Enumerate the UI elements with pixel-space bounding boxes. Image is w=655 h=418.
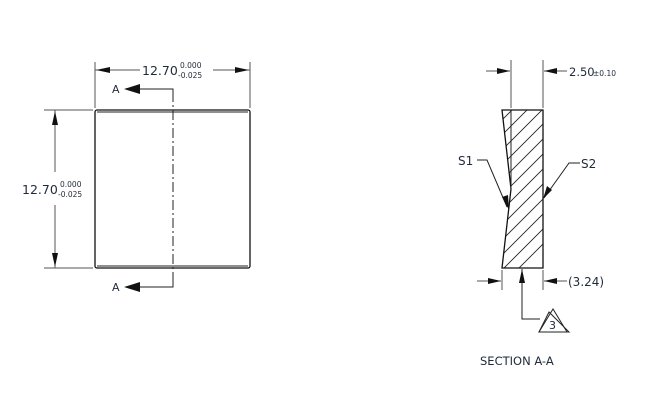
note-leader-line: [521, 269, 540, 320]
dim-arrow-left-icon: [96, 67, 110, 73]
dim-arrow-up-icon: [52, 111, 58, 125]
note-leader-arrow-icon: [519, 269, 525, 283]
height-dim-lower-tol: -0.025: [58, 190, 82, 199]
section-arrow-top-icon: [124, 84, 140, 94]
front-view: [44, 62, 251, 292]
width-dim-nominal: 12.70: [142, 63, 178, 78]
section-marker-bottom: A: [112, 281, 120, 294]
dim-arrow-ref-left-icon: [488, 278, 501, 284]
section-hatch: [502, 110, 543, 268]
dim-arrow-down-icon: [52, 253, 58, 267]
section-title: SECTION A-A: [480, 354, 554, 368]
dim-arrow-thk-right-icon: [544, 68, 557, 74]
height-dim-upper-tol: 0.000: [60, 180, 82, 189]
s2-leader-arrow-icon: [543, 186, 552, 199]
section-arrow-bottom-line: [130, 280, 174, 288]
dim-arrow-right-icon: [235, 67, 249, 73]
thickness-dim-nominal: 2.50: [569, 65, 595, 79]
dim-arrow-thk-left-icon: [497, 68, 510, 74]
note-flag-number: 3: [549, 319, 556, 332]
surface-label-s2: S2: [581, 157, 596, 171]
thickness-dim-tol: ±0.10: [593, 69, 616, 78]
s2-leader-line: [543, 162, 580, 199]
section-arrow-top-line: [130, 88, 174, 92]
dim-arrow-ref-right-icon: [544, 278, 557, 284]
width-dim-upper-tol: 0.000: [180, 61, 202, 70]
section-arrow-bottom-icon: [124, 282, 140, 292]
section-outline: [501, 109, 544, 269]
reference-dim: (3.24): [568, 275, 604, 289]
s1-leader-arrow-icon: [502, 195, 509, 210]
s1-leader-line: [477, 159, 508, 208]
note-flag-triangle-icon: [538, 308, 568, 333]
width-dim-lower-tol: -0.025: [178, 71, 202, 80]
surface-label-s1: S1: [458, 154, 473, 168]
height-dim-nominal: 12.70: [22, 182, 58, 197]
section-view: [477, 60, 580, 333]
section-marker-top: A: [112, 83, 120, 96]
